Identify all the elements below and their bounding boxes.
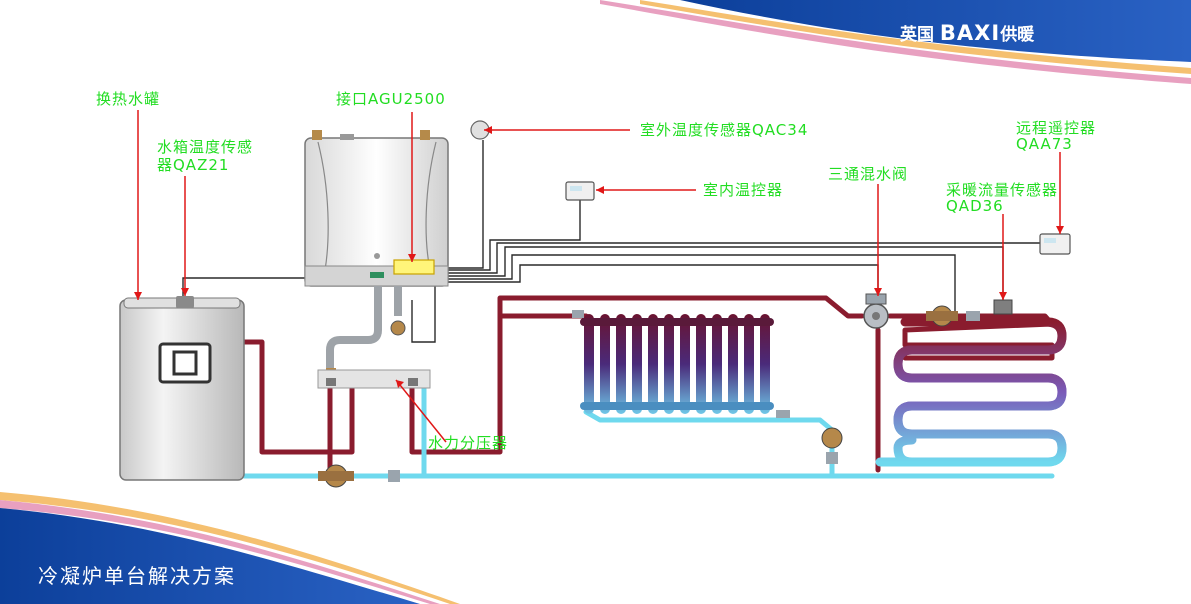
label-indoor-controller: 室内温控器 (703, 181, 784, 199)
label-tank-sensor-line2: 器QAZ21 (157, 156, 230, 174)
remote-controller-device (1039, 233, 1071, 255)
brand-suffix: 供暖 (1000, 25, 1035, 45)
label-separator: 水力分压器 (428, 434, 509, 452)
label-tank: 换热水罐 (96, 90, 161, 108)
bottom-banner (0, 492, 460, 604)
radiator (572, 310, 790, 418)
label-tank-sensor-line1: 水箱温度传感 (157, 138, 254, 156)
radiator-pump (821, 427, 843, 464)
mixing-valve (863, 293, 889, 329)
pointer-lines (137, 110, 1061, 443)
indoor-controller-device (565, 181, 595, 201)
bottom-pump (318, 464, 400, 488)
flow-sensor (993, 299, 1013, 315)
hot-pipes (241, 295, 1055, 473)
label-interface: 接口AGU2500 (336, 90, 446, 108)
brand-logo: 英国 BAXI供暖 (900, 20, 1034, 45)
label-flow-sensor-line2: QAD36 (946, 197, 1004, 215)
pointer-arrowheads (134, 126, 1064, 388)
label-outdoor-sensor: 室外温度传感器QAC34 (640, 121, 809, 139)
footer-title: 冷凝炉单台解决方案 (38, 564, 236, 588)
brand-prefix: 英国 (900, 25, 934, 45)
coil-loop (875, 317, 1067, 467)
hydraulic-separator (317, 369, 431, 389)
hot-water-tank (119, 296, 245, 481)
brand-name: BAXI (939, 21, 1001, 45)
label-flow-sensor-line1: 采暖流量传感器 (946, 181, 1059, 199)
coil-pump (926, 305, 980, 327)
top-banner (600, 0, 1191, 84)
label-mixing-valve: 三通混水阀 (828, 165, 909, 183)
boiler (304, 130, 449, 382)
label-remote-line1: 远程遥控器 (1016, 119, 1097, 137)
label-remote-line2: QAA73 (1016, 135, 1073, 153)
